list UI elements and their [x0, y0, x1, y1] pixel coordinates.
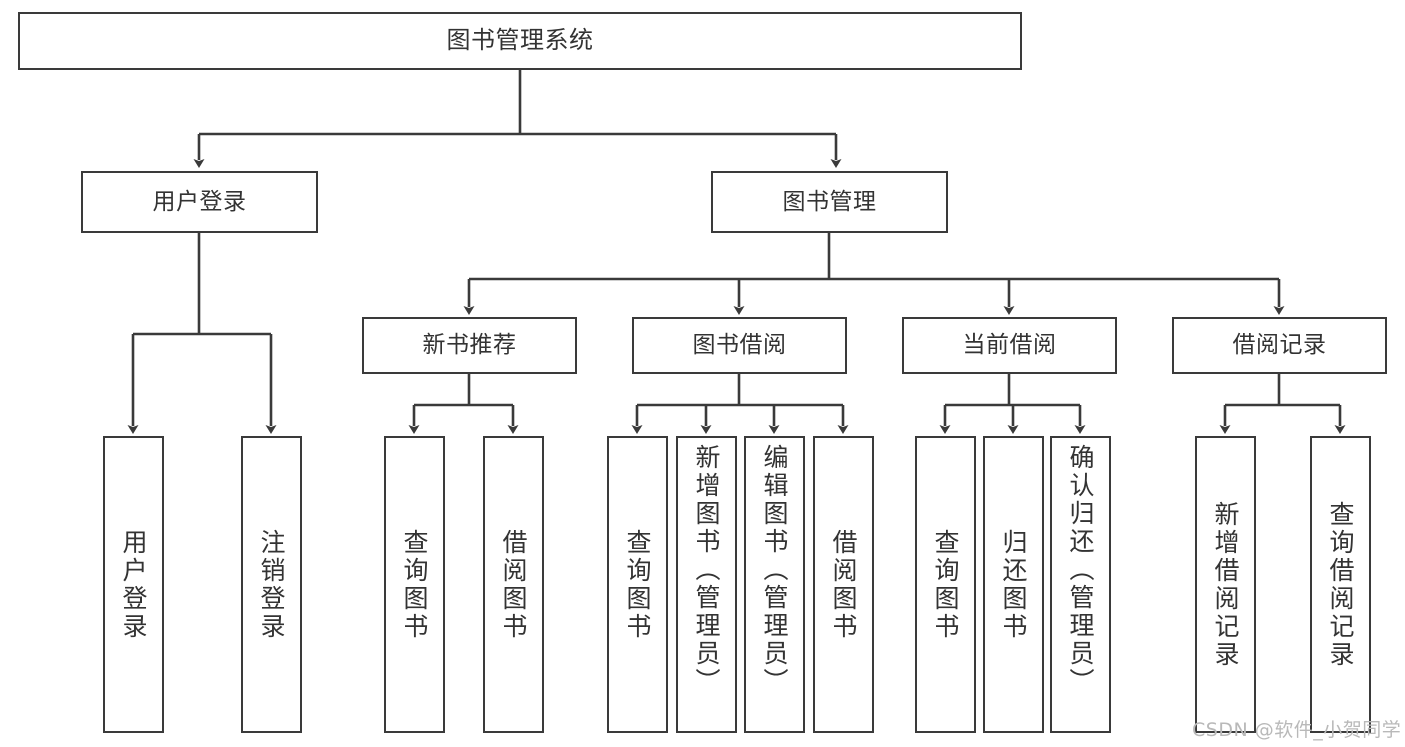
- node-label: 归还图书: [999, 528, 1028, 641]
- node-new-book-recommend[interactable]: 新书推荐: [362, 317, 577, 374]
- node-leaf-query-book-3[interactable]: 查询图书: [915, 436, 976, 733]
- node-leaf-return-book[interactable]: 归还图书: [983, 436, 1044, 733]
- node-label: 新增借阅记录: [1211, 500, 1240, 669]
- node-leaf-query-book-1[interactable]: 查询图书: [384, 436, 445, 733]
- node-leaf-edit-book[interactable]: 编辑图书（管理员）: [744, 436, 805, 733]
- node-label: 借阅记录: [1232, 332, 1327, 359]
- node-leaf-query-book-2[interactable]: 查询图书: [607, 436, 668, 733]
- node-label: 查询借阅记录: [1326, 500, 1355, 669]
- node-label: 查询图书: [400, 528, 429, 641]
- node-label: 用户登录: [152, 188, 247, 215]
- node-label: 查询图书: [931, 528, 960, 641]
- node-borrow-record[interactable]: 借阅记录: [1172, 317, 1387, 374]
- node-leaf-borrow-book-1[interactable]: 借阅图书: [483, 436, 544, 733]
- node-book-management[interactable]: 图书管理: [711, 171, 948, 233]
- node-label: 图书管理系统: [446, 26, 594, 55]
- node-label: 确认归还（管理员）: [1066, 444, 1095, 696]
- node-label: 编辑图书（管理员）: [760, 444, 789, 696]
- node-leaf-user-login[interactable]: 用户登录: [103, 436, 164, 733]
- node-label: 新书推荐: [422, 332, 517, 359]
- node-user-login[interactable]: 用户登录: [81, 171, 318, 233]
- node-leaf-add-book[interactable]: 新增图书（管理员）: [676, 436, 737, 733]
- node-leaf-logout-login[interactable]: 注销登录: [241, 436, 302, 733]
- node-label: 借阅图书: [499, 528, 528, 641]
- node-leaf-add-record[interactable]: 新增借阅记录: [1195, 436, 1256, 733]
- node-leaf-borrow-book-2[interactable]: 借阅图书: [813, 436, 874, 733]
- node-root-system[interactable]: 图书管理系统: [18, 12, 1022, 70]
- node-current-borrow[interactable]: 当前借阅: [902, 317, 1117, 374]
- node-label: 注销登录: [257, 528, 286, 641]
- node-label: 图书借阅: [692, 332, 787, 359]
- node-label: 借阅图书: [829, 528, 858, 641]
- node-label: 查询图书: [623, 528, 652, 641]
- node-label: 用户登录: [119, 528, 148, 641]
- node-leaf-query-record[interactable]: 查询借阅记录: [1310, 436, 1371, 733]
- node-label: 图书管理: [782, 188, 877, 215]
- node-label: 新增图书（管理员）: [692, 444, 721, 696]
- node-book-borrow[interactable]: 图书借阅: [632, 317, 847, 374]
- node-leaf-confirm-return[interactable]: 确认归还（管理员）: [1050, 436, 1111, 733]
- node-label: 当前借阅: [962, 332, 1057, 359]
- watermark-text: CSDN @软件_小贺同学: [1192, 719, 1402, 741]
